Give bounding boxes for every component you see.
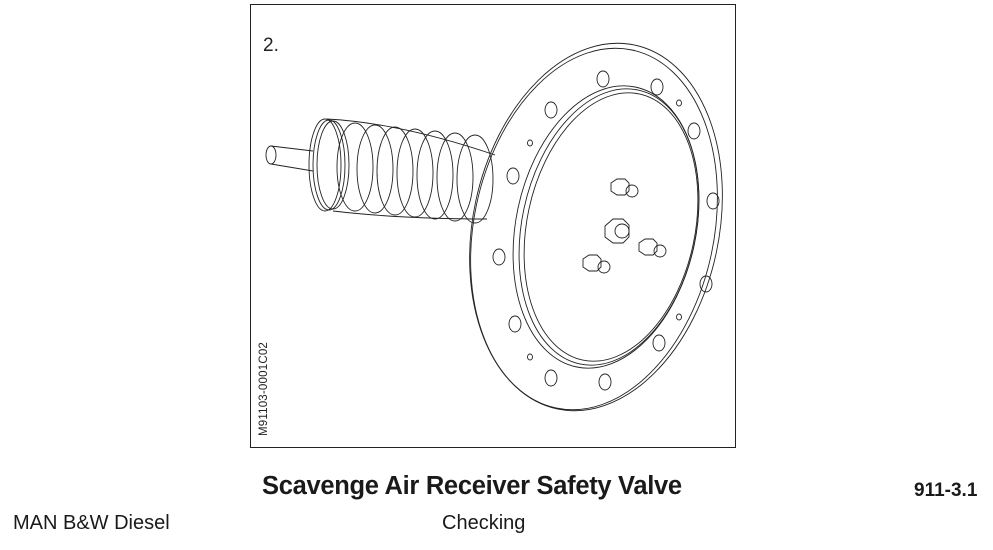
figure-code: M91103-0001C02 bbox=[258, 341, 270, 436]
brand-name: MAN B&W Diesel bbox=[13, 512, 170, 534]
figure-frame: 2. M91103-0001C02 bbox=[250, 4, 736, 448]
bellows-housing-icon bbox=[308, 118, 496, 224]
nuts-and-bolts-icon bbox=[582, 178, 667, 274]
step-number: 2. bbox=[263, 35, 279, 56]
bolt-holes-icon bbox=[492, 70, 720, 391]
safety-valve-illustration bbox=[265, 42, 723, 412]
document-subtitle: Checking bbox=[442, 512, 526, 534]
flange-icon bbox=[469, 42, 723, 412]
document-number: 911-3.1 bbox=[914, 480, 978, 501]
document-title: Scavenge Air Receiver Safety Valve bbox=[262, 472, 682, 500]
spindle-shaft-icon bbox=[265, 145, 314, 172]
